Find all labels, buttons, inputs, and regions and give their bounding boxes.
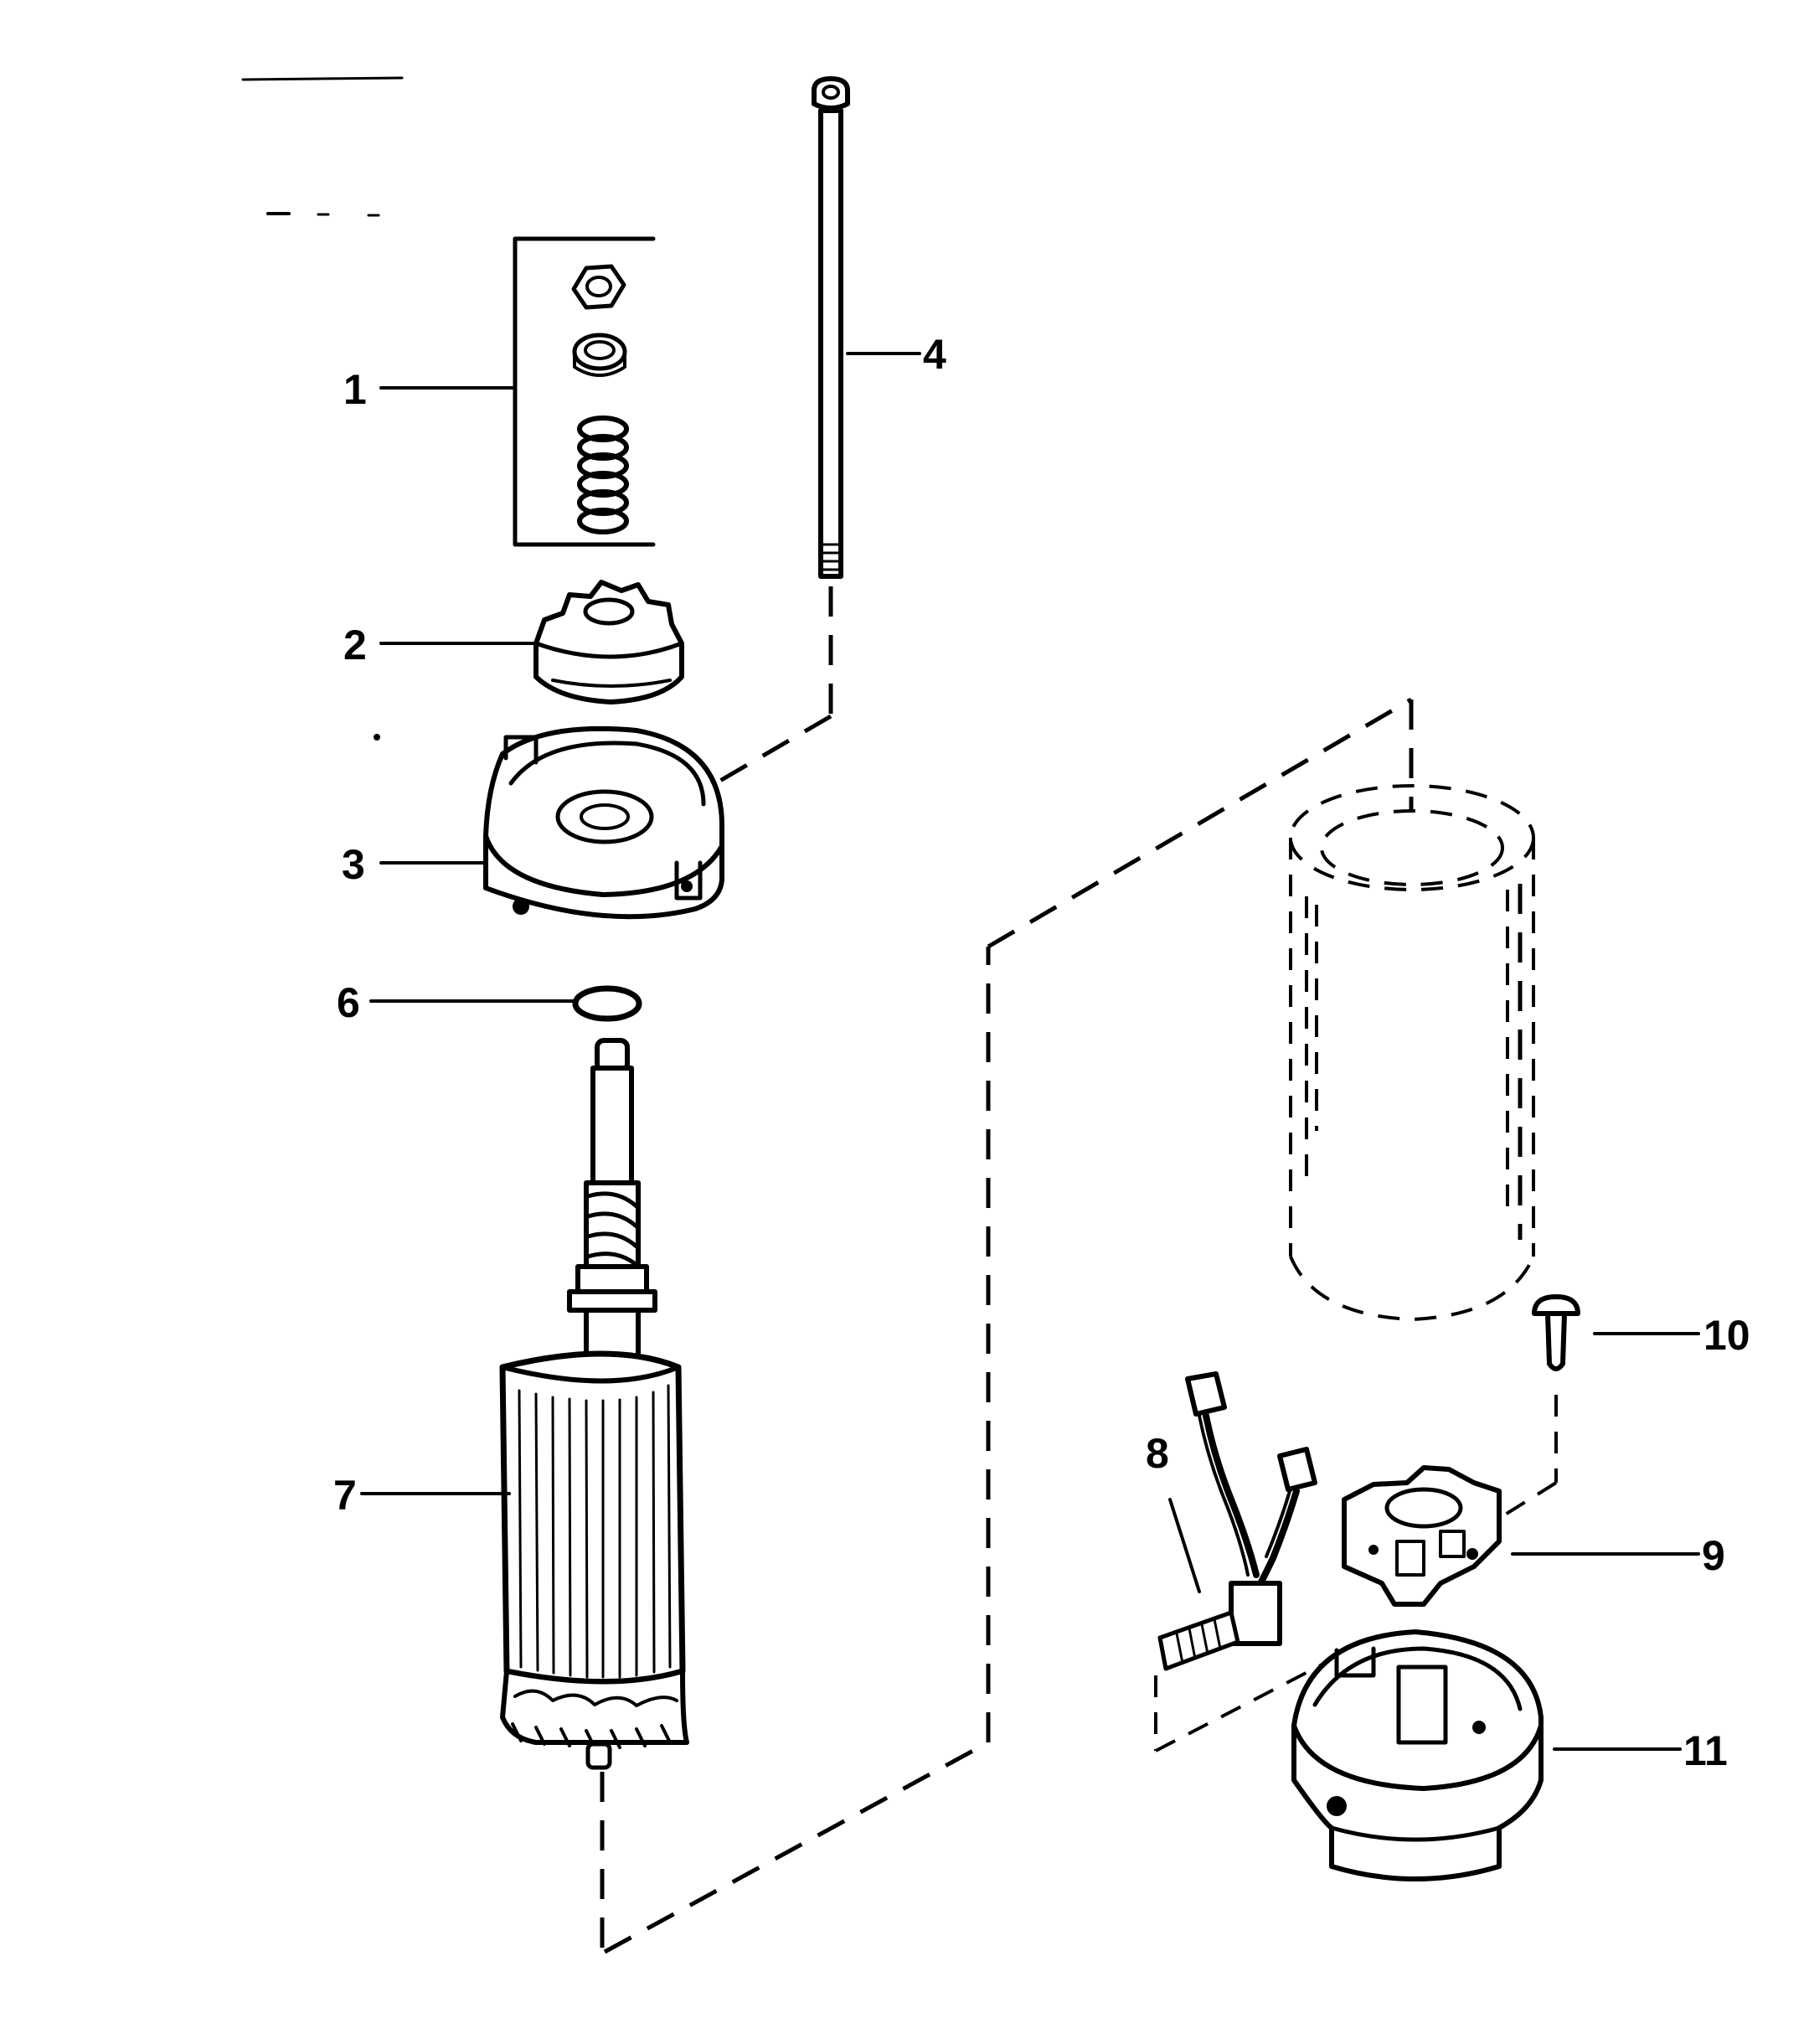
callouts: 1 2 3 4 6 7 8 9 10 11: [333, 331, 1750, 1774]
part-10-screw: [1481, 1294, 1700, 1530]
callout-1: 1: [343, 366, 367, 413]
part-7-armature: [360, 1038, 689, 1770]
callout-4: 4: [923, 331, 946, 378]
callout-10: 10: [1703, 1312, 1750, 1359]
callout-3: 3: [342, 841, 365, 888]
part-9-brush-holder: [1342, 1465, 1700, 1607]
assembly-lines-left: [600, 586, 1414, 1954]
callout-6: 6: [337, 979, 360, 1026]
armature-laminations: [518, 1384, 672, 1679]
callout-9: 9: [1702, 1532, 1725, 1579]
part-8-brushes-and-terminal: [1154, 1371, 1383, 1752]
scan-marks: [241, 76, 404, 741]
nut-icon: [571, 264, 626, 310]
part-2-pinion-gear: [379, 580, 684, 705]
part-6-o-ring: [369, 985, 642, 1022]
part-3-drive-end-cap: [379, 725, 724, 920]
part-11-commutator-end-cap: [1291, 1629, 1682, 1881]
callout-8: 8: [1146, 1430, 1169, 1477]
part-4-through-bolt: [812, 76, 921, 579]
washer-icon: [572, 333, 627, 377]
callout-2: 2: [343, 622, 367, 668]
callout-7: 7: [333, 1472, 357, 1519]
spring-icon: [577, 416, 629, 534]
part-1-drive-kit: [379, 236, 656, 547]
frame-phantom-cylinder: [1289, 784, 1535, 1322]
callout-11: 11: [1683, 1727, 1728, 1774]
